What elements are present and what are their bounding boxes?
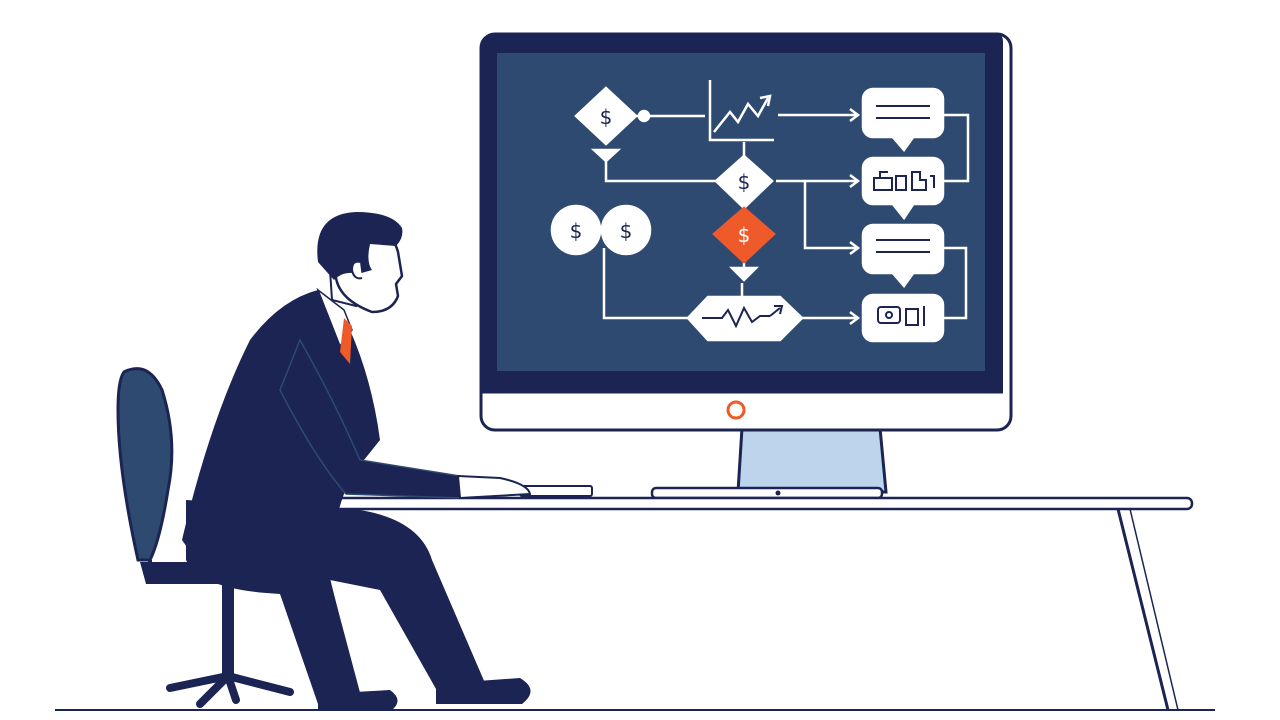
chair-base bbox=[166, 671, 294, 708]
flowchart bbox=[550, 80, 970, 343]
chair-back bbox=[116, 367, 174, 562]
wave-chart-node bbox=[686, 295, 804, 342]
desk-leg-right bbox=[1116, 508, 1170, 711]
monitor-base bbox=[650, 486, 884, 500]
desk-top bbox=[286, 496, 1194, 511]
hand bbox=[456, 474, 532, 500]
dollar-symbol-coin-left: $ bbox=[570, 219, 583, 243]
dollar-symbol-coin-right: $ bbox=[620, 219, 633, 243]
shoe-right bbox=[436, 678, 531, 704]
decision-diamond-highlight bbox=[712, 206, 776, 264]
dollar-symbol-highlight: $ bbox=[738, 223, 751, 247]
power-indicator bbox=[726, 400, 746, 420]
line-chart-icon bbox=[708, 80, 774, 142]
tie bbox=[340, 318, 352, 364]
hair bbox=[317, 212, 403, 280]
message-bubble-icon-2 bbox=[861, 223, 945, 289]
message-bubble-icon bbox=[861, 87, 945, 153]
document-folder-icon bbox=[861, 156, 945, 221]
coin-right bbox=[600, 204, 652, 256]
decision-diamond-top bbox=[574, 86, 638, 146]
businessman bbox=[182, 212, 532, 710]
chair-post bbox=[222, 584, 234, 680]
wave-chart-icon bbox=[702, 305, 784, 329]
dollar-symbol-top: $ bbox=[600, 105, 613, 129]
coin-left bbox=[550, 204, 602, 256]
device-card-icon bbox=[861, 293, 945, 343]
shoe-left bbox=[318, 690, 398, 710]
dollar-symbol-middle: $ bbox=[738, 170, 751, 194]
monitor-stand bbox=[736, 426, 888, 494]
suit-jacket bbox=[182, 290, 380, 560]
